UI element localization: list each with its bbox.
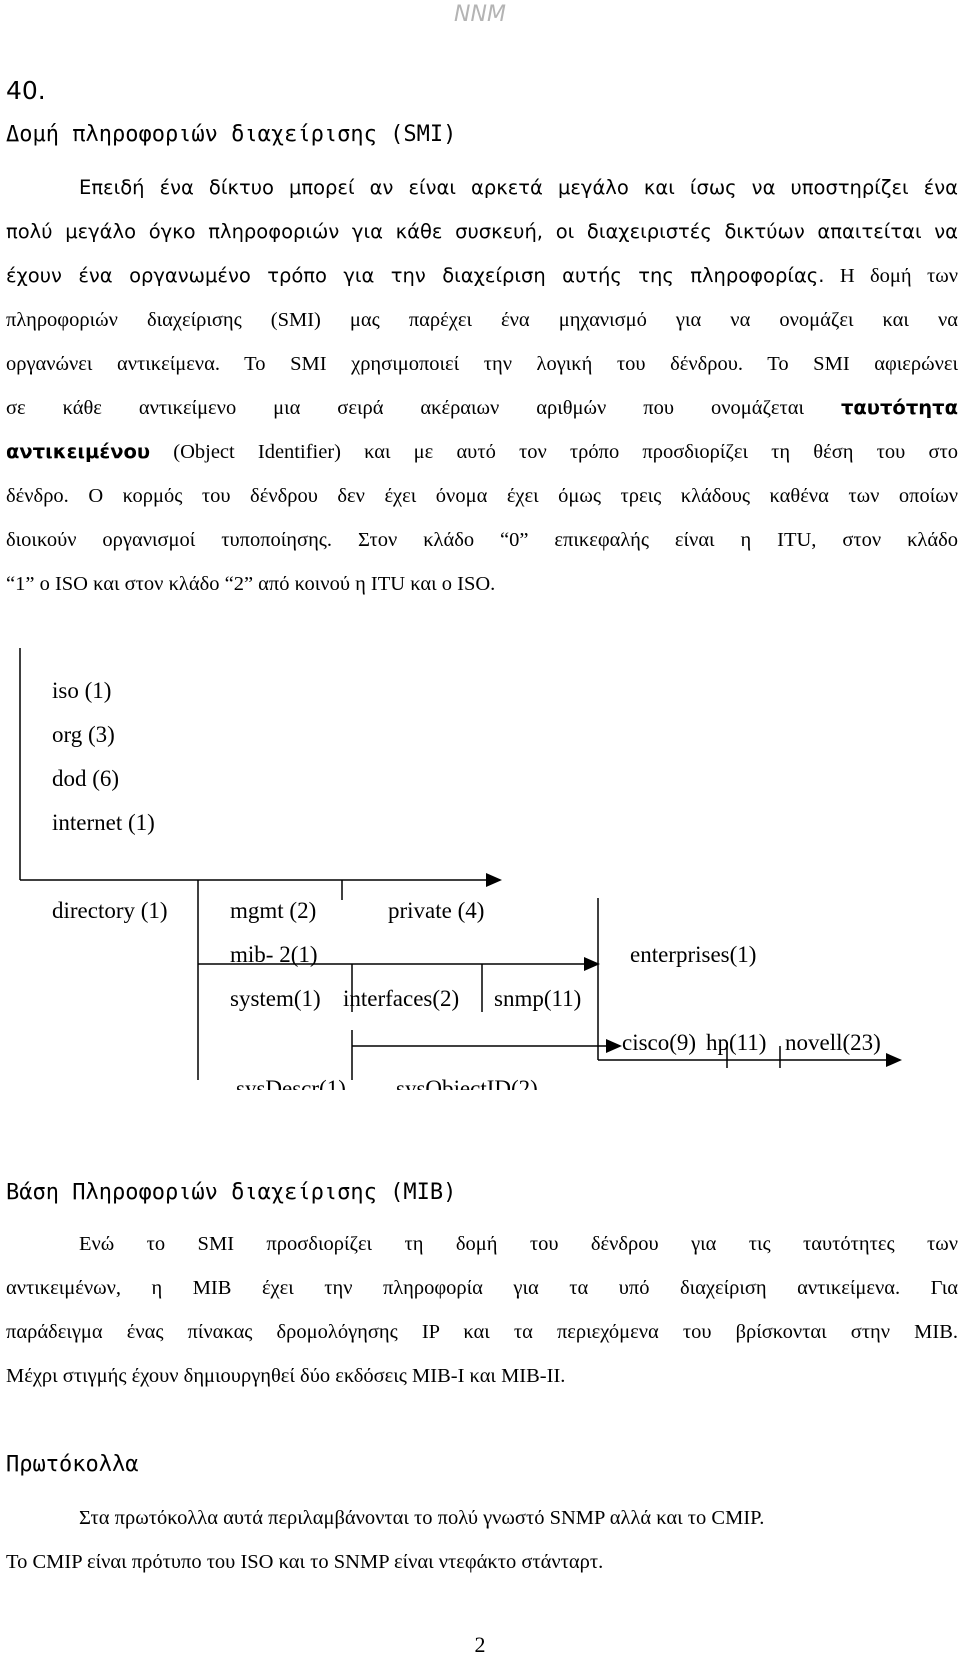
text-line: διοικούν οργανισμοί τυποποίησης. Στον κλ… [6, 529, 958, 551]
text-line: “1” ο ISO και στον κλάδο “2” από κοινού … [6, 573, 496, 595]
node-hp: hp(11) [706, 1030, 766, 1055]
text-segment: έχουν ένα οργανωμένο τρόπο για την διαχε… [6, 264, 825, 287]
node-org: org (3) [52, 722, 115, 747]
text-line: πολύ μεγάλο όγκο πληροφοριών για κάθε συ… [6, 220, 958, 243]
node-interfaces: interfaces(2) [343, 986, 459, 1011]
mib-paragraph: Ενώ το SMI προσδιορίζει τη δομή του δένδ… [6, 1222, 958, 1398]
text-segment: Η δομή των [839, 265, 958, 287]
text-line: οργανώνει αντικείμενα. Το SMI χρησιμοποι… [6, 342, 958, 386]
running-header: NNM [454, 2, 506, 27]
section-title-smi: Δομή πληροφοριών διαχείρισης (SMI) [6, 122, 457, 147]
text-line: Ενώ το SMI προσδιορίζει τη δομή του δένδ… [79, 1233, 958, 1255]
protocols-paragraph: Στα πρωτόκολλα αυτά περιλαμβάνονται το π… [6, 1496, 958, 1584]
text-line: Το CMIP είναι πρότυπο του ISO και το SNM… [6, 1551, 604, 1573]
node-system: system(1) [230, 986, 321, 1011]
text-segment: σε κάθε αντικείμενο μια σειρά ακέραιων α… [6, 397, 805, 419]
node-dod: dod (6) [52, 766, 119, 791]
node-private: private (4) [388, 898, 484, 923]
node-sysdescr: sysDescr(1) [236, 1076, 346, 1090]
node-novell: novell(23) [785, 1030, 881, 1055]
text-segment: (Object Identifier) και με αυτό τον τρόπ… [173, 441, 958, 463]
section-title-protocols: Πρωτόκολλα [6, 1452, 139, 1477]
node-snmp: snmp(11) [494, 986, 581, 1011]
page-number: 2 [474, 1632, 486, 1657]
text-line: αντικειμένων, η MIB έχει την πληροφορία … [6, 1277, 958, 1299]
text-line: παράδειγμα ένας πίνακας δρομολόγησης IP … [6, 1321, 958, 1343]
oid-tree-diagram: iso (1) org (3) dod (6) internet (1) dir… [19, 648, 902, 1090]
text-line: πληροφοριών διαχείρισης (SMI) μας παρέχε… [6, 309, 958, 331]
node-mgmt: mgmt (2) [230, 898, 316, 923]
section-title-mib: Βάση Πληροφοριών διαχείρισης (MIB) [6, 1180, 457, 1205]
arrow-head [486, 873, 502, 887]
text-line: έχουν ένα οργανωμένο τρόπο για την διαχε… [6, 254, 958, 298]
node-iso: iso (1) [52, 678, 111, 703]
text-line: Στα πρωτόκολλα αυτά περιλαμβάνονται το π… [79, 1507, 765, 1529]
section-number: 40. [6, 76, 46, 105]
text-segment: Το SMI χρησιμοποιεί την λογική του δένδρ… [244, 353, 744, 375]
text-line: δένδρο. Ο κορμός του δένδρου δεν έχει όν… [6, 485, 958, 507]
text-segment: Το SMI αφιερώνει [767, 353, 959, 375]
text-line: Μέχρι στιγμής έχουν δημιουργηθεί δύο εκδ… [6, 1365, 566, 1387]
arrow-head [606, 1039, 622, 1053]
text-segment: οργανώνει αντικείμενα. [6, 353, 220, 375]
node-directory: directory (1) [52, 898, 168, 923]
bold-term: ταυτότητα [840, 396, 958, 419]
tree-arrows [486, 873, 902, 1067]
node-cisco: cisco(9) [622, 1030, 696, 1055]
tree-lines [19, 648, 900, 1080]
node-enterprises: enterprises(1) [630, 942, 756, 967]
text-line: Επειδή ένα δίκτυο μπορεί αν είναι αρκετά… [79, 176, 958, 199]
arrow-head [886, 1053, 902, 1067]
smi-paragraph: Επειδή ένα δίκτυο μπορεί αν είναι αρκετά… [6, 166, 958, 606]
bold-term: αντικειμένου [6, 440, 151, 463]
text-line: αντικειμένου (Object Identifier) και με … [6, 430, 958, 474]
text-line: σε κάθε αντικείμενο μια σειρά ακέραιων α… [6, 386, 958, 430]
arrow-head [584, 957, 600, 971]
node-sysobjectid: sysObjectID(2) [396, 1076, 538, 1090]
node-internet: internet (1) [52, 810, 155, 835]
node-mib2: mib- 2(1) [230, 942, 318, 967]
